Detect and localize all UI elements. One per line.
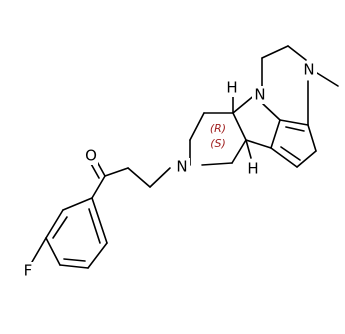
oxygen-label: O xyxy=(85,147,97,165)
fluorine-label: F xyxy=(24,262,33,280)
hydrogen-bottom-label: H xyxy=(247,160,258,178)
stereo-descriptors: (R) (S) xyxy=(210,122,226,150)
methyl-nitrogen-label: N xyxy=(303,61,314,79)
atom-labels: O F N N N H H xyxy=(21,61,317,280)
piperidine-nitrogen-label: N xyxy=(176,158,187,176)
stereo-r-label: (R) xyxy=(210,122,226,135)
hydrogen-top-label: H xyxy=(226,79,237,97)
stereo-s-label: (S) xyxy=(210,137,226,150)
indoline-nitrogen-label: N xyxy=(254,86,265,104)
